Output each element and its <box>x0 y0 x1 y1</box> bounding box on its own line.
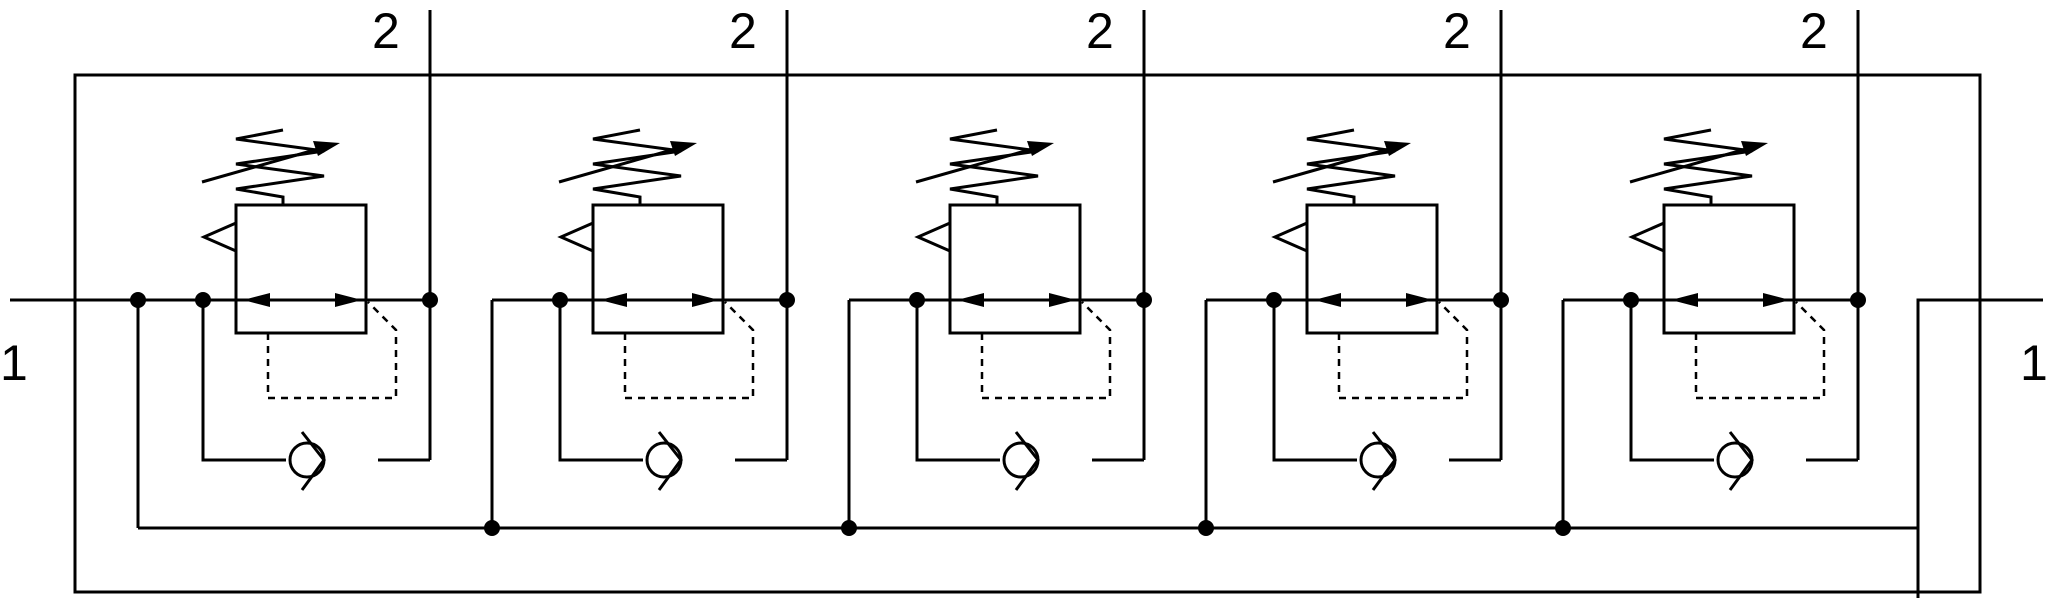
check-valve-seat <box>1014 431 1040 491</box>
adjust-arrow-shaft <box>201 145 326 184</box>
junction-node <box>130 292 146 308</box>
bypass-line-left <box>1629 300 1714 462</box>
junction-node <box>779 292 795 308</box>
junction-node <box>841 520 857 536</box>
adjust-arrow-head <box>670 141 697 156</box>
bypass-line-left <box>915 300 1000 462</box>
outlet-label: 2 <box>1443 3 1471 59</box>
pilot-line <box>623 301 755 400</box>
regulator-unit: 2 <box>847 3 1146 528</box>
flow-arrow-left <box>243 293 270 307</box>
outlet-label: 2 <box>372 3 400 59</box>
adjust-arrow-shaft <box>1629 145 1754 184</box>
valve-body <box>591 203 725 335</box>
regulator-unit: 2 <box>490 3 789 528</box>
check-valve-seat <box>1371 431 1397 491</box>
flow-arrow-right <box>692 293 719 307</box>
check-valve-ball <box>1002 441 1040 479</box>
adjust-arrow-head <box>313 141 340 156</box>
pilot-line <box>1694 301 1826 400</box>
junction-node <box>1266 292 1282 308</box>
spring-zigzag <box>1663 128 1753 205</box>
flow-arrow-left <box>1314 293 1341 307</box>
flow-arrow-right <box>1049 293 1076 307</box>
bypass-line-left <box>1272 300 1357 462</box>
valve-body <box>1662 203 1796 335</box>
outlet-label: 2 <box>729 3 757 59</box>
pilot-line <box>980 301 1112 400</box>
spring-zigzag <box>1306 128 1396 205</box>
regulator-units: 2 2 2 2 2 <box>138 3 1860 528</box>
check-valve-seat <box>300 431 326 491</box>
inlet-label-left: 1 <box>0 335 28 391</box>
junction-node <box>422 292 438 308</box>
adjust-arrow-shaft <box>1272 145 1397 184</box>
flow-arrow-left <box>957 293 984 307</box>
outlet-label: 2 <box>1800 3 1828 59</box>
pilot-triangle <box>1271 221 1308 253</box>
check-valve-seat <box>1728 431 1754 491</box>
junction-node <box>1850 292 1866 308</box>
bypass-line-left <box>201 300 286 462</box>
junction-node <box>195 292 211 308</box>
outlet-label: 2 <box>1086 3 1114 59</box>
spring-zigzag <box>592 128 682 205</box>
spring-zigzag <box>949 128 1039 205</box>
junction-node <box>1136 292 1152 308</box>
junction-node <box>552 292 568 308</box>
check-valve-ball <box>1359 441 1397 479</box>
junction-node <box>1555 520 1571 536</box>
bypass-line-left <box>558 300 643 462</box>
check-valve-ball <box>1716 441 1754 479</box>
adjust-arrow-head <box>1027 141 1054 156</box>
flow-arrow-right <box>1406 293 1433 307</box>
inlet-line-right <box>1916 298 2043 598</box>
check-valve-seat <box>657 431 683 491</box>
junction-node <box>1623 292 1639 308</box>
pilot-line <box>266 301 398 400</box>
junction-nodes <box>130 292 1866 536</box>
valve-body <box>1305 203 1439 335</box>
check-valve-ball <box>645 441 683 479</box>
pilot-line <box>1337 301 1469 400</box>
adjust-arrow-head <box>1384 141 1411 156</box>
regulator-unit: 2 <box>1204 3 1503 528</box>
valve-body <box>948 203 1082 335</box>
spring-zigzag <box>235 128 325 205</box>
junction-node <box>1198 520 1214 536</box>
junction-node <box>484 520 500 536</box>
pilot-triangle <box>1628 221 1665 253</box>
adjust-arrow-shaft <box>558 145 683 184</box>
manifold-frame <box>73 73 1982 594</box>
pilot-triangle <box>557 221 594 253</box>
check-valve-ball <box>288 441 326 479</box>
junction-node <box>1493 292 1509 308</box>
flow-arrow-left <box>600 293 627 307</box>
regulator-unit: 2 <box>1561 3 1860 528</box>
inlet-label-right: 1 <box>2020 335 2048 391</box>
adjust-arrow-shaft <box>915 145 1040 184</box>
flow-arrow-right <box>335 293 362 307</box>
junction-node <box>909 292 925 308</box>
pilot-triangle <box>200 221 237 253</box>
flow-arrow-right <box>1763 293 1790 307</box>
regulator-unit: 2 <box>138 3 432 491</box>
flow-arrow-left <box>1671 293 1698 307</box>
adjust-arrow-head <box>1741 141 1768 156</box>
valve-body <box>234 203 368 335</box>
pilot-triangle <box>914 221 951 253</box>
